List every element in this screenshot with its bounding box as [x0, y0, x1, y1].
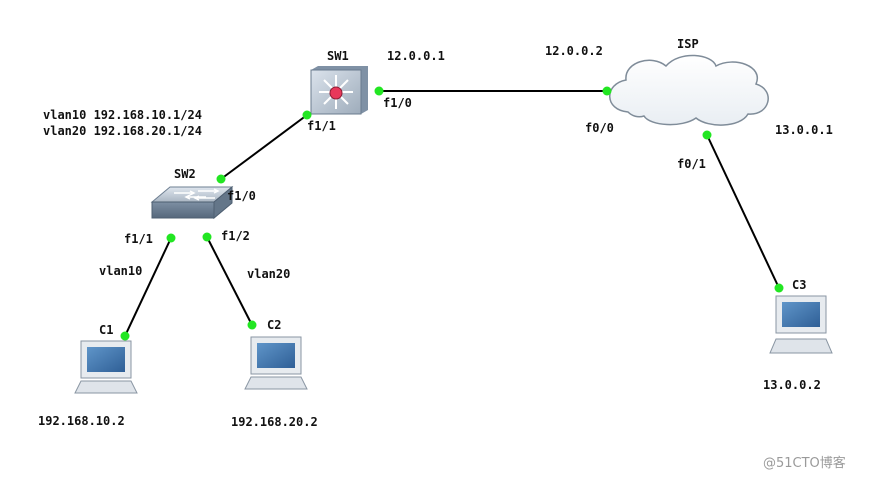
port-up-indicator — [374, 86, 384, 96]
link-sw2-c2 — [206, 236, 253, 326]
port-up-indicator — [247, 320, 257, 330]
c1-computer-icon[interactable] — [74, 340, 138, 394]
link-sw1-sw2 — [220, 114, 308, 180]
port-up-indicator — [216, 174, 226, 184]
port-up-indicator — [166, 233, 176, 243]
isp-port-f00-label: f0/0 — [585, 121, 614, 135]
isp-label: ISP — [677, 37, 699, 51]
sw2-port-f11-label: f1/1 — [124, 232, 153, 246]
port-up-indicator — [302, 110, 312, 120]
c2-label: C2 — [267, 318, 282, 332]
sw1-port-f10-label: f1/0 — [383, 96, 412, 110]
svi-vlan20-label: vlan20 192.168.20.1/24 — [43, 124, 202, 138]
port-up-indicator — [120, 331, 130, 341]
c2-ip-label: 192.168.20.2 — [231, 415, 318, 429]
isp-cloud-icon[interactable] — [609, 54, 769, 126]
isp-f01-ip-label: 13.0.0.1 — [775, 123, 833, 137]
c2-vlan-label: vlan20 — [247, 267, 291, 281]
c1-vlan-label: vlan10 — [99, 264, 143, 278]
sw1-l3-switch-icon[interactable] — [310, 66, 368, 115]
watermark: @51CTO博客 — [763, 456, 846, 471]
c1-label: C1 — [99, 323, 114, 337]
c3-label: C3 — [792, 278, 807, 292]
port-up-indicator — [774, 283, 784, 293]
link-sw2-c1 — [124, 237, 172, 337]
port-indicators — [120, 86, 784, 341]
svi-vlan10-label: vlan10 192.168.10.1/24 — [43, 108, 202, 122]
isp-f00-ip-label: 12.0.0.2 — [545, 44, 603, 58]
sw2-switch-icon[interactable] — [150, 185, 234, 220]
isp-port-f01-label: f0/1 — [677, 157, 706, 171]
sw2-port-f12-label: f1/2 — [221, 229, 250, 243]
sw1-ip-label: 12.0.0.1 — [387, 49, 445, 63]
c1-ip-label: 192.168.10.2 — [38, 414, 125, 428]
sw2-label: SW2 — [174, 167, 196, 181]
sw1-port-f11-label: f1/1 — [307, 119, 336, 133]
sw2-port-f10-label: f1/0 — [227, 189, 256, 203]
link-isp-c3 — [706, 134, 780, 289]
port-up-indicator — [602, 86, 612, 96]
c2-computer-icon[interactable] — [244, 336, 308, 390]
sw1-label: SW1 — [327, 49, 349, 63]
port-up-indicator — [202, 232, 212, 242]
c3-computer-icon[interactable] — [769, 295, 833, 354]
c3-ip-label: 13.0.0.2 — [763, 378, 821, 392]
port-up-indicator — [702, 130, 712, 140]
links — [124, 90, 780, 337]
